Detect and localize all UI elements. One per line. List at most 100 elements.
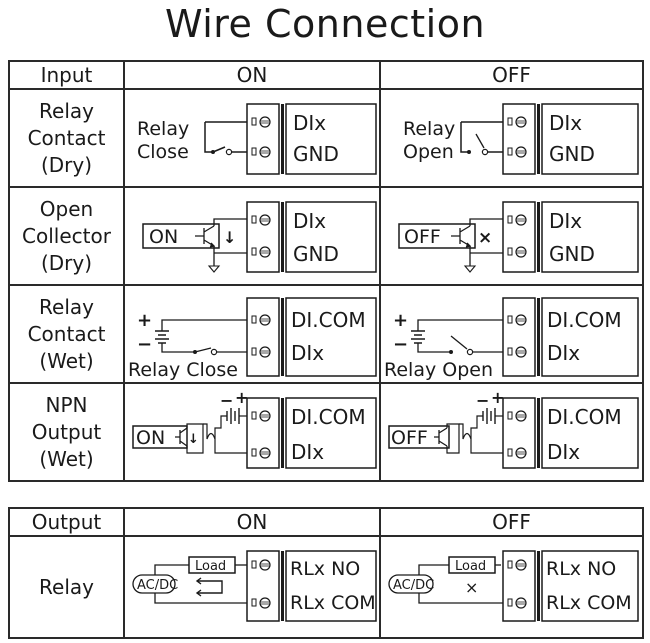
source-label-line1: Relay	[403, 118, 455, 140]
table-row: Relay Contact (Wet) + − Relay Close	[8, 284, 644, 384]
ac-dc-source-icon	[132, 574, 176, 594]
terminal-label: DIx	[547, 341, 580, 365]
supply-label: AC/DC	[137, 578, 178, 593]
table-row: Relay Contact (Dry) Relay Close	[8, 88, 644, 188]
npn-wet-off-diagram: OFF − +	[388, 388, 639, 469]
relay-dry-on-diagram: Relay Close DIx GND	[137, 103, 377, 175]
terminal-block-icon	[246, 103, 377, 175]
transistor-icon	[195, 225, 216, 248]
relay-output-off-diagram: AC/DC Load × RLx NO RLx COM	[388, 550, 639, 622]
relay-dry-off-diagram: Relay Open DIx GND	[403, 103, 639, 175]
switch-open-icon	[450, 335, 468, 350]
terminal-label: GND	[549, 142, 595, 166]
header-input: Input	[8, 60, 125, 90]
header-off: OFF	[379, 60, 644, 90]
terminal-block-icon	[502, 397, 639, 469]
terminal-label: DI.COM	[547, 405, 622, 429]
npn-wet-on-diagram: ON ↓ − +	[132, 388, 377, 469]
input-wiring-table: Input ON OFF Relay Contact (Dry) Relay C…	[8, 60, 644, 482]
terminal-block-icon	[502, 201, 639, 273]
header-on: ON	[123, 507, 381, 537]
relay-wet-off-diagram: + − Relay Open	[384, 297, 639, 381]
row-label-line: Contact	[27, 321, 106, 346]
terminal-label: DI.COM	[547, 308, 622, 332]
row-label-line: Relay	[39, 294, 94, 319]
terminal-block-icon	[246, 397, 377, 469]
row-label-line: Relay	[39, 98, 94, 123]
battery-icon	[226, 408, 240, 424]
minus-sign: −	[137, 334, 152, 355]
output-wiring-table: Output ON OFF Relay AC/DC Load	[8, 507, 644, 639]
source-label-line1: Relay	[137, 118, 189, 140]
source-label: ON	[149, 226, 178, 248]
table-row: NPN Output (Wet) ON ↓ − +	[8, 382, 644, 482]
relay-wet-on-diagram: + − Relay Close	[128, 297, 377, 381]
terminal-label: GND	[293, 242, 339, 266]
terminal-label: RLx COM	[290, 592, 376, 614]
row-label-relay-contact-dry: Relay Contact (Dry)	[8, 88, 125, 188]
terminal-label: DIx	[547, 440, 580, 464]
open-collector-off-diagram: OFF × DIx GND	[398, 201, 639, 273]
switch-closed-icon	[194, 347, 212, 353]
plus-sign: +	[137, 310, 152, 331]
current-arrow-icon: ↓	[223, 228, 236, 247]
row-label-line: Relay	[39, 574, 94, 599]
diagram-relay-dry-on: Relay Close DIx GND	[123, 88, 381, 188]
terminal-label: DIx	[291, 341, 324, 365]
source-label: Relay Close	[128, 359, 238, 381]
table-header-row: Output ON OFF	[8, 507, 644, 537]
diagram-npn-wet-on: ON ↓ − +	[123, 382, 381, 482]
terminal-block-icon	[246, 550, 377, 622]
row-label-line: (Dry)	[40, 250, 93, 275]
switch-open-icon	[475, 133, 485, 149]
minus-sign: −	[220, 391, 233, 410]
plus-sign: +	[491, 388, 504, 407]
diagram-open-collector-off: OFF × DIx GND	[379, 186, 644, 286]
row-label-line: Open	[39, 196, 94, 221]
terminal-label: DI.COM	[291, 308, 366, 332]
diagram-relay-dry-off: Relay Open DIx GND	[379, 88, 644, 188]
header-output: Output	[8, 507, 125, 537]
transistor-icon	[434, 427, 448, 447]
ground-icon	[207, 265, 221, 273]
diagram-npn-wet-off: OFF − +	[379, 382, 644, 482]
table-row: Relay AC/DC Load	[8, 535, 644, 639]
terminal-block-icon	[502, 297, 639, 377]
diagram-relay-wet-off: + − Relay Open	[379, 284, 644, 384]
row-label-relay: Relay	[8, 535, 125, 639]
page-title: Wire Connection	[164, 2, 486, 46]
terminal-label: DIx	[549, 111, 582, 135]
battery-icon	[155, 330, 169, 344]
source-label: Relay Open	[384, 359, 493, 381]
transistor-icon	[451, 225, 472, 248]
terminal-label: DIx	[291, 440, 324, 464]
table-header-row: Input ON OFF	[8, 60, 644, 90]
terminal-block-icon	[502, 103, 639, 175]
terminal-block-icon	[502, 550, 639, 622]
terminal-label: RLx NO	[290, 558, 360, 580]
row-label-line: Contact	[27, 125, 106, 150]
header-off: OFF	[379, 507, 644, 537]
row-label-line: Output	[31, 419, 102, 444]
load-label: Load	[195, 559, 226, 574]
terminal-block-icon	[246, 297, 377, 377]
row-label-relay-contact-wet: Relay Contact (Wet)	[8, 284, 125, 384]
minus-sign: −	[476, 391, 489, 410]
source-label-line2: Open	[403, 141, 454, 163]
plus-sign: +	[235, 388, 248, 407]
diagram-open-collector-on: ON ↓ DIx GND	[123, 186, 381, 286]
row-label-line: (Dry)	[40, 152, 93, 177]
source-label: ON	[136, 427, 165, 449]
terminal-label: DIx	[293, 111, 326, 135]
terminal-label: DIx	[549, 209, 582, 233]
ground-icon	[463, 265, 477, 273]
row-label-line: (Wet)	[39, 348, 94, 373]
minus-sign: −	[393, 334, 408, 355]
diagram-relay-wet-on: + − Relay Close	[123, 284, 381, 384]
row-label-npn-output-wet: NPN Output (Wet)	[8, 382, 125, 482]
diagram-relay-output-on: AC/DC Load RLx NO	[123, 535, 381, 639]
row-label-line: NPN	[45, 392, 88, 417]
load-label: Load	[455, 559, 486, 574]
battery-icon	[411, 330, 425, 344]
terminal-label: DIx	[293, 209, 326, 233]
